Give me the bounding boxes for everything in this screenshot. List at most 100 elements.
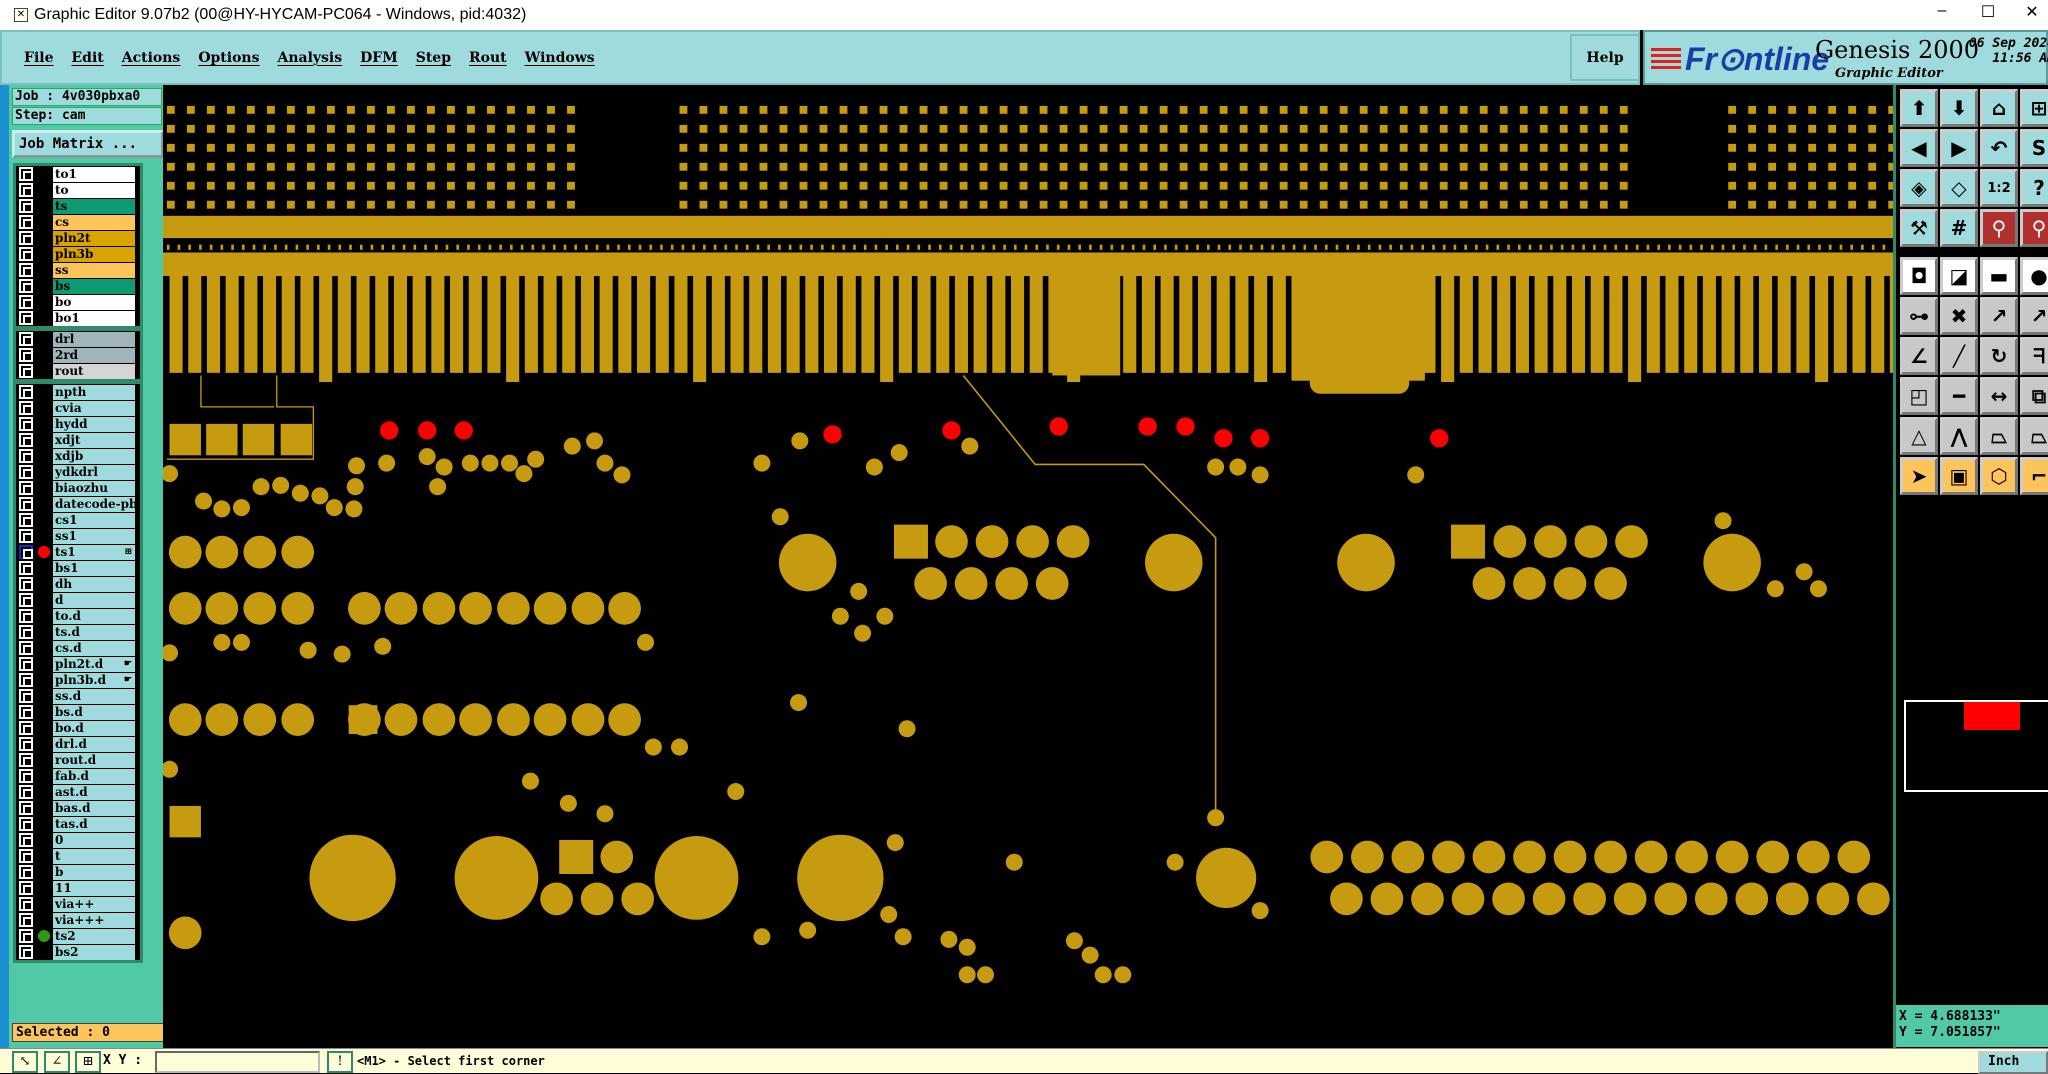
alert-button[interactable]: !	[327, 1051, 353, 1073]
layer-name[interactable]: xdjb	[53, 448, 135, 464]
split-line-button[interactable]: ━	[1940, 377, 1978, 415]
layer-checkbox[interactable]	[18, 560, 34, 576]
help-button[interactable]: ?	[2020, 169, 2048, 207]
measure-pad-button[interactable]: ◘	[1900, 257, 1938, 295]
delete-button[interactable]: ✖	[1940, 297, 1978, 335]
layer-checkbox[interactable]	[18, 592, 34, 608]
layer-name[interactable]: ts2	[53, 928, 135, 944]
layer-row[interactable]: pln2t.d☛	[16, 656, 140, 672]
layer-name[interactable]: via+++	[53, 912, 135, 928]
home-button[interactable]: ⌂	[1980, 89, 2018, 127]
layer-checkbox[interactable]	[18, 294, 34, 310]
trapezoid-button[interactable]: ⏢	[1980, 417, 2018, 455]
layer-checkbox[interactable]	[18, 784, 34, 800]
layer-name[interactable]: datecode-pb	[53, 496, 135, 512]
triangle-button[interactable]: △	[1900, 417, 1938, 455]
layer-row[interactable]: to.d	[16, 608, 140, 624]
pointer-button[interactable]: ➤	[1900, 457, 1938, 495]
layer-name[interactable]: rout.d	[53, 752, 135, 768]
layer-checkbox[interactable]	[18, 166, 34, 182]
layer-row[interactable]: dh	[16, 576, 140, 592]
layer-name[interactable]: via++	[53, 896, 135, 912]
layer-name[interactable]: ts	[53, 198, 135, 214]
measure-button[interactable]: ∠	[44, 1051, 70, 1073]
layer-name[interactable]: t	[53, 848, 135, 864]
layer-checkbox[interactable]	[18, 230, 34, 246]
layer-name[interactable]: cs1	[53, 512, 135, 528]
xy-grid-button[interactable]: ⊞	[2020, 89, 2048, 127]
layer-checkbox[interactable]	[18, 576, 34, 592]
arc-button[interactable]: ⋀	[1940, 417, 1978, 455]
layer-checkbox[interactable]	[18, 752, 34, 768]
layer-checkbox[interactable]	[18, 544, 34, 560]
layer-checkbox[interactable]	[18, 720, 34, 736]
stretch-button[interactable]: ↔	[1980, 377, 2018, 415]
layer-row[interactable]: ts	[16, 198, 140, 214]
layer-checkbox[interactable]	[18, 656, 34, 672]
zoom-box-button[interactable]: ⤡	[12, 1051, 38, 1073]
layer-checkbox[interactable]	[18, 944, 34, 960]
layer-checkbox[interactable]	[18, 480, 34, 496]
select-pad-button[interactable]: ●	[2020, 257, 2048, 295]
layer-name[interactable]: fab.d	[53, 768, 135, 784]
layer-row[interactable]: ss.d	[16, 688, 140, 704]
layer-checkbox[interactable]	[18, 214, 34, 230]
zoom-in-button[interactable]: ⬆	[1900, 89, 1938, 127]
layer-name[interactable]: bo1	[53, 310, 135, 326]
layer-row[interactable]: ydkdrl	[16, 464, 140, 480]
layer-row[interactable]: cvia	[16, 400, 140, 416]
layer-name[interactable]: ss1	[53, 528, 135, 544]
layer-name[interactable]: pln2t.d☛	[53, 656, 135, 672]
layer-name[interactable]: npth	[53, 384, 135, 400]
layer-name[interactable]: 2rd	[53, 347, 135, 363]
layer-checkbox[interactable]	[18, 912, 34, 928]
layer-checkbox[interactable]	[18, 672, 34, 688]
menu-rout[interactable]: Rout	[469, 49, 507, 66]
layer-row[interactable]: 2rd	[16, 347, 140, 363]
layer-checkbox[interactable]	[18, 640, 34, 656]
layer-row[interactable]: bas.d	[16, 800, 140, 816]
layer-row[interactable]: via++	[16, 896, 140, 912]
undo-view-button[interactable]: ↶	[1980, 129, 2018, 167]
layer-checkbox[interactable]	[18, 432, 34, 448]
layer-row[interactable]: t	[16, 848, 140, 864]
layer-name[interactable]: ts1⊞	[53, 544, 135, 560]
angle-button[interactable]: ∠	[1900, 337, 1938, 375]
maximize-button[interactable]: ☐	[1980, 4, 1996, 21]
pan-right-button[interactable]: ▶	[1940, 129, 1978, 167]
pan-left-button[interactable]: ◀	[1900, 129, 1938, 167]
overview-viewport[interactable]	[1964, 702, 2020, 730]
layer-checkbox[interactable]	[18, 278, 34, 294]
layer-checkbox[interactable]	[18, 800, 34, 816]
layer-checkbox[interactable]	[18, 363, 34, 379]
layer-row[interactable]: pln3b.d☛	[16, 672, 140, 688]
layer-name[interactable]: bo.d	[53, 720, 135, 736]
layer-row[interactable]: cs	[16, 214, 140, 230]
layer-row[interactable]: 11	[16, 880, 140, 896]
layer-row[interactable]: drl	[16, 331, 140, 347]
layer-row[interactable]: fab.d	[16, 768, 140, 784]
layer-checkbox[interactable]	[18, 310, 34, 326]
help-menu[interactable]: Help	[1570, 34, 1640, 81]
layer-row[interactable]: bs	[16, 278, 140, 294]
layer-checkbox[interactable]	[18, 624, 34, 640]
layer-checkbox[interactable]	[18, 608, 34, 624]
menu-options[interactable]: Options	[198, 49, 260, 66]
layer-row[interactable]: bo1	[16, 310, 140, 326]
layer-name[interactable]: to1	[53, 166, 135, 182]
fit-all-button[interactable]: ◈	[1900, 169, 1938, 207]
select-poly-button[interactable]: ⬡	[1980, 457, 2018, 495]
layer-affected-dot-icon[interactable]	[38, 546, 50, 558]
layer-name[interactable]: bs.d	[53, 704, 135, 720]
layer-name[interactable]: xdjt	[53, 432, 135, 448]
menu-file[interactable]: File	[24, 49, 54, 66]
layer-row[interactable]: bs.d	[16, 704, 140, 720]
layer-row[interactable]: ss1	[16, 528, 140, 544]
layer-name[interactable]: d	[53, 592, 135, 608]
layer-row[interactable]: rout.d	[16, 752, 140, 768]
copy-button[interactable]: ↗	[2020, 297, 2048, 335]
layer-name[interactable]: 11	[53, 880, 135, 896]
layer-row[interactable]: ts1⊞	[16, 544, 140, 560]
layer-name[interactable]: bs2	[53, 944, 135, 960]
layer-name[interactable]: to.d	[53, 608, 135, 624]
